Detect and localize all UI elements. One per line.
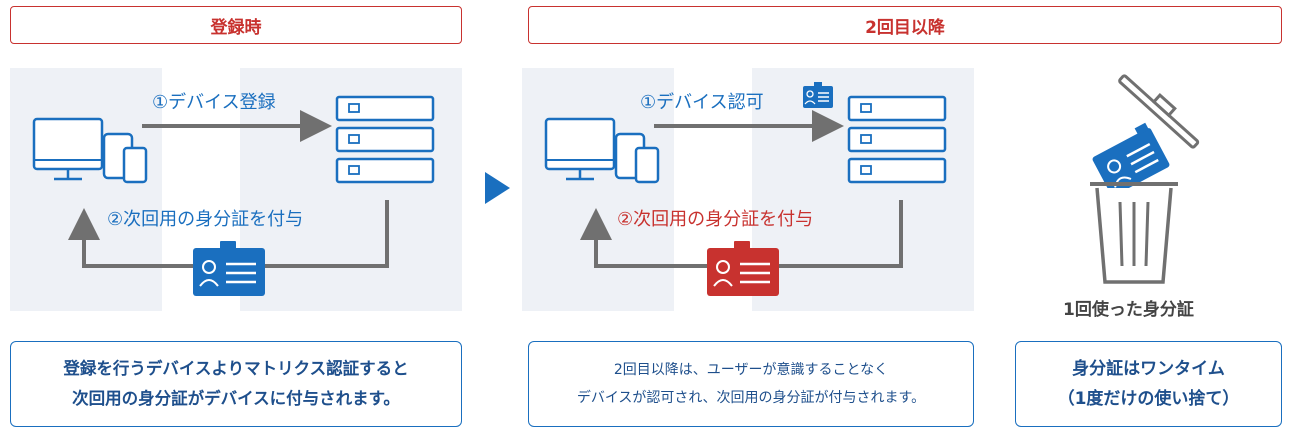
middle-id-card-icon bbox=[707, 241, 779, 296]
header-registration: 登録時 bbox=[10, 6, 462, 44]
middle-caption-box: 2回目以降は、ユーザーが意識することなく デバイスが認可され、次回用の身分証が付… bbox=[528, 341, 974, 427]
left-caption-line1: 登録を行うデバイスよりマトリクス認証すると bbox=[63, 359, 409, 378]
header-registration-label: 登録時 bbox=[210, 17, 262, 38]
trash-can-icon bbox=[1090, 74, 1200, 284]
left-devices-icon bbox=[32, 117, 148, 184]
next-step-triangle-icon bbox=[485, 172, 510, 204]
right-caption-line2: （1度だけの使い捨て） bbox=[1057, 389, 1240, 409]
middle-caption-line2: デバイスが認可され、次回用の身分証が付与されます。 bbox=[576, 390, 926, 406]
left-id-card-icon bbox=[193, 241, 265, 296]
middle-panel-background-a bbox=[522, 68, 674, 311]
trash-label: 1回使った身分証 bbox=[1063, 300, 1194, 320]
middle-step2-label: ②次回用の身分証を付与 bbox=[617, 209, 814, 230]
middle-small-id-card-icon bbox=[803, 82, 833, 108]
left-server-icon bbox=[335, 95, 435, 184]
header-second-time: 2回目以降 bbox=[528, 6, 1282, 44]
left-caption-box: 登録を行うデバイスよりマトリクス認証すると 次回用の身分証がデバイスに付与されま… bbox=[10, 341, 462, 427]
middle-server-icon bbox=[847, 95, 947, 184]
left-step2-label: ②次回用の身分証を付与 bbox=[107, 209, 304, 230]
right-caption-line1: 身分証はワンタイム bbox=[1072, 359, 1225, 379]
middle-caption-line1: 2回目以降は、ユーザーが意識することなく bbox=[613, 362, 889, 378]
header-second-time-label: 2回目以降 bbox=[865, 17, 945, 38]
middle-step1-label: ①デバイス認可 bbox=[640, 92, 764, 113]
left-caption-line2: 次回用の身分証がデバイスに付与されます。 bbox=[72, 389, 400, 408]
left-panel-background-a bbox=[10, 68, 162, 311]
left-step1-label: ①デバイス登録 bbox=[152, 92, 276, 113]
middle-devices-icon bbox=[544, 117, 660, 184]
right-caption-box: 身分証はワンタイム （1度だけの使い捨て） bbox=[1015, 341, 1282, 427]
